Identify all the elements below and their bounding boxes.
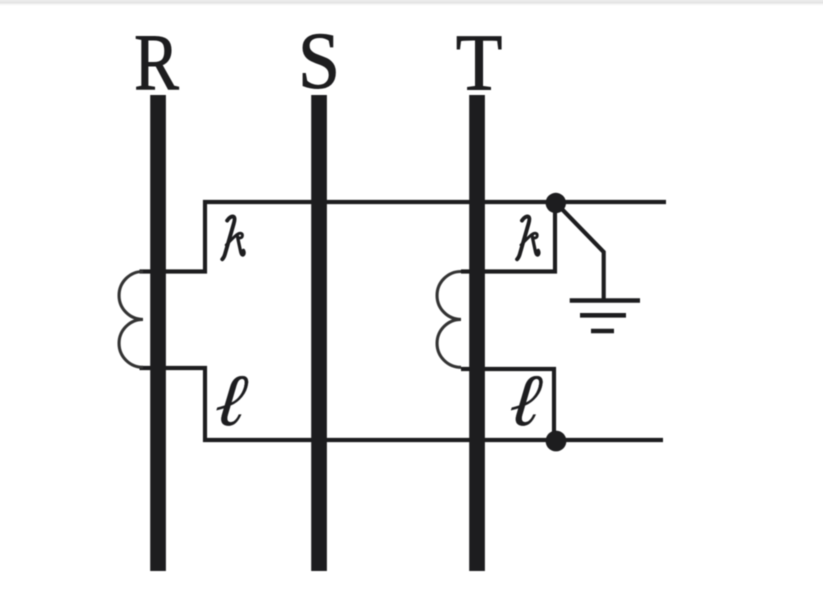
svg-text:S: S [298,16,340,105]
svg-text:R: R [134,18,179,107]
svg-text:T: T [456,18,503,107]
svg-text:ℓ: ℓ [211,360,251,442]
svg-text:ℓ: ℓ [506,360,546,442]
